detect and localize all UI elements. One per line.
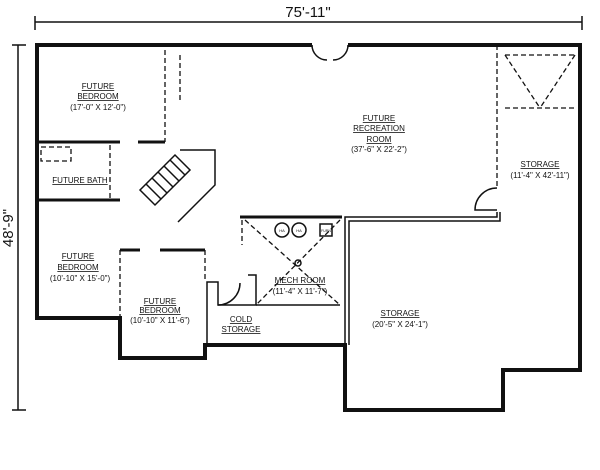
room-label: FUTURE: [363, 114, 395, 123]
entry-double-door: [311, 44, 349, 61]
room-label: BEDROOM: [139, 306, 181, 315]
room-label: STORAGE: [222, 325, 261, 334]
mech-equipment: HA HA FURN: [274, 222, 333, 238]
room-size: (10'-10" X 11'-6"): [130, 316, 190, 325]
room-label: BEDROOM: [77, 92, 119, 101]
width-dimension: 75'-11": [34, 4, 583, 30]
room-bedroom-1: FUTURE BEDROOM (17'-0" X 12'-0"): [70, 82, 126, 112]
room-label: RECREATION: [353, 124, 405, 133]
room-label: FUTURE: [62, 252, 94, 261]
room-label: BEDROOM: [57, 263, 99, 272]
room-mech: MECH ROOM (11'-4" X 11'-7"): [273, 276, 328, 296]
depth-label: 48'-9": [0, 209, 17, 247]
room-cold-storage: COLD STORAGE: [222, 315, 261, 334]
width-label: 75'-11": [285, 4, 330, 21]
room-label: STORAGE: [521, 160, 560, 169]
room-bath: FUTURE BATH: [52, 176, 108, 185]
room-size: (20'-5" X 24'-1"): [372, 320, 428, 329]
room-label: STORAGE: [381, 309, 420, 318]
heater-2-label: HA: [296, 228, 302, 233]
room-label: MECH ROOM: [275, 276, 326, 285]
interior-walls: [37, 45, 576, 345]
exterior-walls: [35, 43, 582, 412]
room-label: FUTURE: [82, 82, 114, 91]
room-bedroom-2: FUTURE BEDROOM (10'-10" X 15'-0"): [50, 252, 111, 283]
room-label: COLD: [230, 315, 252, 324]
room-size: (10'-10" X 15'-0"): [50, 274, 111, 283]
room-label: ROOM: [367, 135, 392, 144]
room-size: (11'-4" X 42'-11"): [510, 171, 569, 180]
furnace-label: FURN: [321, 229, 331, 233]
heater-1-label: HA: [279, 228, 285, 233]
room-label: FUTURE: [144, 297, 176, 306]
staircase: [138, 149, 216, 223]
room-bedroom-3: FUTURE BEDROOM (10'-10" X 11'-6"): [130, 297, 190, 325]
room-size: (11'-4" X 11'-7"): [273, 287, 328, 296]
room-storage-east: STORAGE (11'-4" X 42'-11"): [510, 160, 569, 180]
room-size: (37'-6" X 22'-2"): [351, 145, 407, 154]
room-label: FUTURE BATH: [52, 176, 108, 185]
room-recreation: FUTURE RECREATION ROOM (37'-6" X 22'-2"): [351, 114, 407, 154]
room-storage-south: STORAGE (20'-5" X 24'-1"): [372, 309, 428, 329]
depth-dimension: 48'-9": [0, 44, 26, 411]
room-size: (17'-0" X 12'-0"): [70, 103, 126, 112]
